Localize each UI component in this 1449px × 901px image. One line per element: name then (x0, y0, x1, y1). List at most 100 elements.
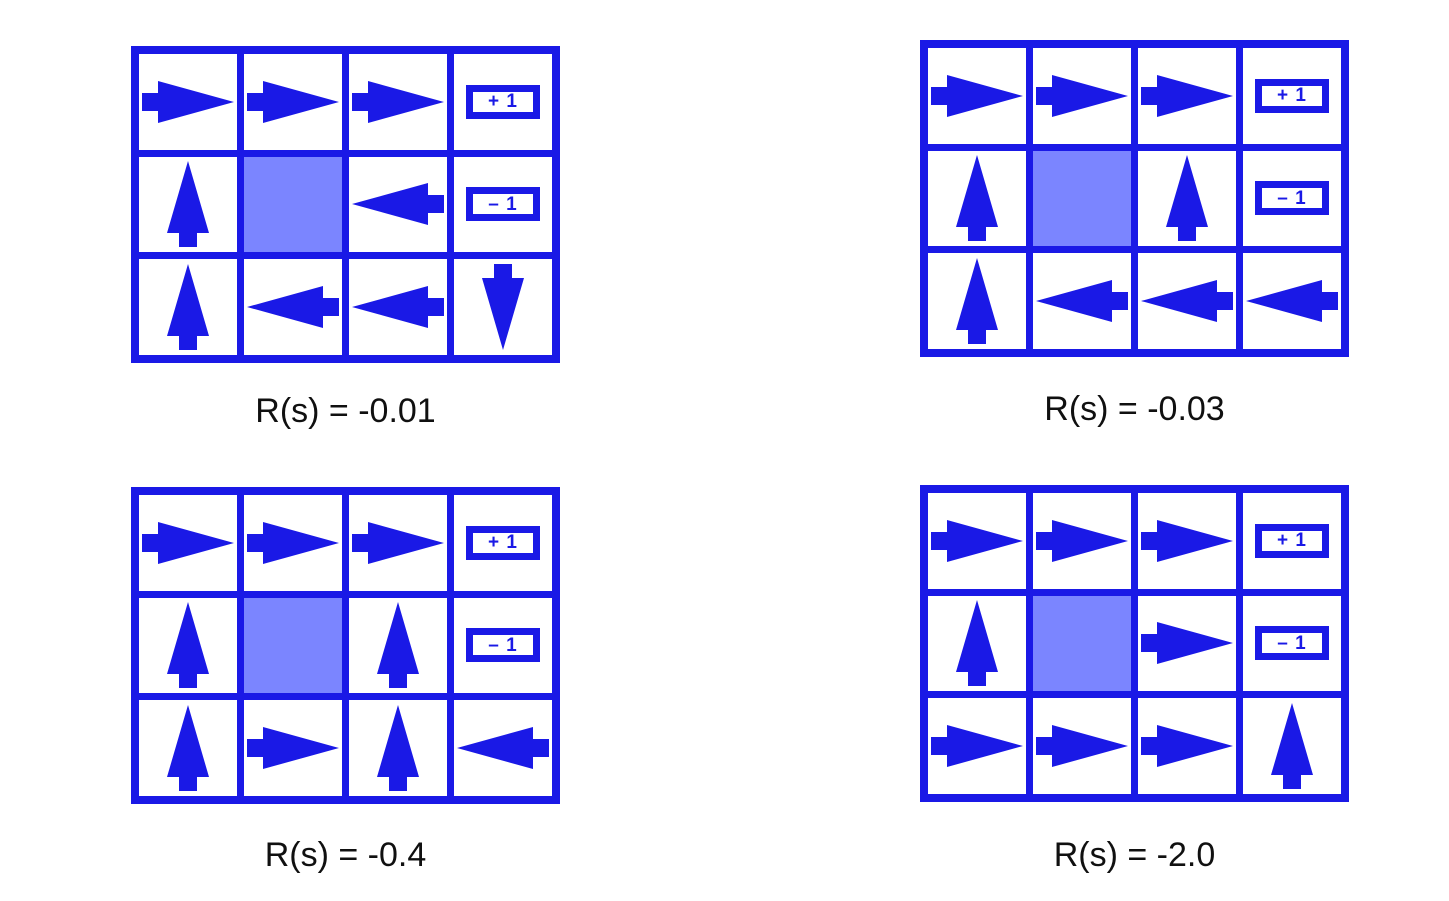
reward-label: + 1 (488, 532, 518, 554)
arrow-up-icon (163, 705, 213, 792)
arrow-left-icon (1246, 276, 1338, 326)
grid-cell: – 1 (1243, 150, 1341, 247)
blocked-cell (1033, 150, 1131, 247)
reward-negative-box: – 1 (466, 187, 540, 222)
grid-cell (349, 54, 447, 150)
reward-label: – 1 (488, 193, 518, 215)
reward-label: – 1 (1277, 187, 1307, 209)
grid-cell (454, 700, 552, 796)
grid-cell (1033, 253, 1131, 349)
policy-grid-panel: + 1 – 1 (920, 40, 1349, 357)
grid-cell (928, 253, 1026, 349)
grid-cell: – 1 (1243, 595, 1341, 692)
grid-cell (1243, 253, 1341, 349)
reward-negative-box: – 1 (1255, 181, 1329, 216)
grid-cell (349, 156, 447, 253)
arrow-up-icon (952, 258, 1002, 345)
arrow-right-icon (931, 71, 1023, 121)
grid-cell (928, 595, 1026, 692)
reward-negative-box: – 1 (466, 628, 540, 663)
policy-grid-panel: + 1 – 1 (920, 485, 1349, 802)
grid-cell (1138, 493, 1236, 589)
reward-positive-box: + 1 (466, 525, 540, 560)
reward-label: + 1 (1277, 530, 1307, 552)
reward-label: – 1 (1277, 632, 1307, 654)
grid-cell (244, 54, 342, 150)
arrow-up-icon (373, 602, 423, 689)
grid-cell: + 1 (454, 54, 552, 150)
reward-label: + 1 (1277, 85, 1307, 107)
grid-cell (139, 700, 237, 796)
grid-cell (349, 259, 447, 355)
arrow-right-icon (1141, 721, 1233, 771)
grid-cell (139, 156, 237, 253)
grid-cell (928, 150, 1026, 247)
grid-cell: + 1 (1243, 48, 1341, 144)
grid-cell (1138, 253, 1236, 349)
arrow-right-icon (1141, 618, 1233, 668)
grid-cell (139, 54, 237, 150)
arrow-up-icon (952, 155, 1002, 242)
grid-cell (1033, 698, 1131, 794)
grid-cell (244, 700, 342, 796)
grid-cell (928, 493, 1026, 589)
arrow-right-icon (931, 516, 1023, 566)
arrow-right-icon (931, 721, 1023, 771)
blocked-cell (244, 597, 342, 694)
grid-cell (1138, 150, 1236, 247)
grid-cell (1033, 493, 1131, 589)
arrow-right-icon (352, 518, 444, 568)
grid-cell (349, 597, 447, 694)
grid-cell (1243, 698, 1341, 794)
grid-cell: – 1 (454, 156, 552, 253)
arrow-right-icon (142, 518, 234, 568)
arrow-up-icon (952, 600, 1002, 687)
arrow-right-icon (1036, 721, 1128, 771)
arrow-right-icon (247, 77, 339, 127)
grid-cell (1138, 595, 1236, 692)
arrow-left-icon (352, 179, 444, 229)
gridworld-grid: + 1 – 1 (131, 46, 560, 363)
gridworld-grid: + 1 – 1 (920, 40, 1349, 357)
grid-cell (139, 259, 237, 355)
arrow-right-icon (247, 723, 339, 773)
reward-positive-box: + 1 (1255, 523, 1329, 558)
grid-cell (349, 495, 447, 591)
panel-caption: R(s) = -0.4 (264, 836, 427, 874)
arrow-right-icon (1036, 516, 1128, 566)
reward-label: – 1 (488, 634, 518, 656)
grid-cell (244, 259, 342, 355)
grid-cell: + 1 (1243, 493, 1341, 589)
grid-cell (1033, 48, 1131, 144)
arrow-up-icon (163, 602, 213, 689)
reward-negative-box: – 1 (1255, 626, 1329, 661)
grid-cell (1138, 698, 1236, 794)
arrow-left-icon (247, 282, 339, 332)
panel-caption: R(s) = -2.0 (1053, 836, 1216, 874)
arrow-left-icon (1141, 276, 1233, 326)
arrow-right-icon (1141, 516, 1233, 566)
arrow-right-icon (1036, 71, 1128, 121)
blocked-cell (244, 156, 342, 253)
arrow-up-icon (1162, 155, 1212, 242)
arrow-right-icon (142, 77, 234, 127)
grid-cell (1138, 48, 1236, 144)
arrow-up-icon (373, 705, 423, 792)
grid-cell (244, 495, 342, 591)
arrow-up-icon (1267, 703, 1317, 790)
reward-label: + 1 (488, 91, 518, 113)
arrow-right-icon (1141, 71, 1233, 121)
policy-grid-panel: + 1 – 1 (131, 487, 560, 804)
policy-grid-panel: + 1 – 1 (131, 46, 560, 363)
panel-caption: R(s) = -0.03 (1044, 390, 1225, 428)
arrow-left-icon (1036, 276, 1128, 326)
gridworld-grid: + 1 – 1 (920, 485, 1349, 802)
arrow-up-icon (163, 264, 213, 351)
grid-cell (928, 698, 1026, 794)
grid-cell (928, 48, 1026, 144)
arrow-left-icon (352, 282, 444, 332)
arrow-right-icon (247, 518, 339, 568)
arrow-up-icon (163, 161, 213, 248)
arrow-left-icon (457, 723, 549, 773)
